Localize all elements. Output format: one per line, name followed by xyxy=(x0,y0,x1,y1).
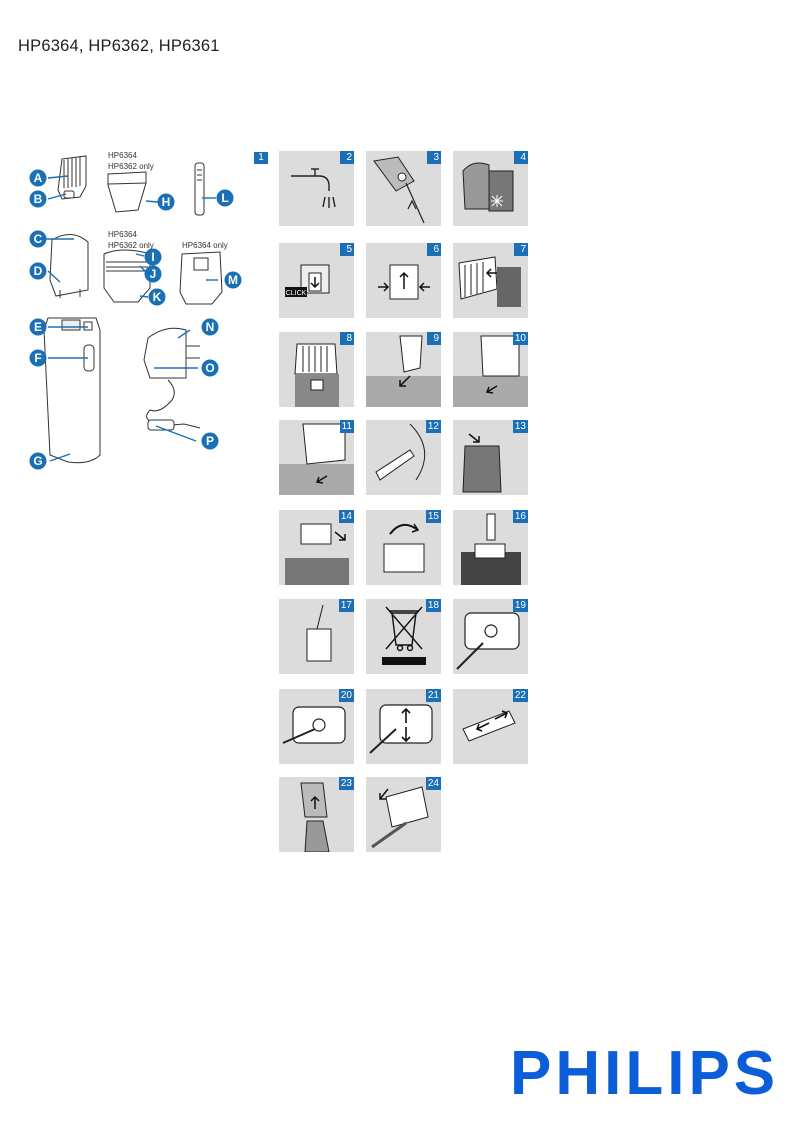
callout-O: O xyxy=(205,361,214,375)
callout-C: C xyxy=(34,232,43,246)
step-number: 18 xyxy=(425,599,441,612)
comb-attachment-drawing xyxy=(57,155,87,200)
callout-M: M xyxy=(228,273,238,287)
step-panel-4: 4 xyxy=(453,151,528,226)
model-title: HP6364, HP6362, HP6361 xyxy=(18,37,220,55)
note-ij-line1: HP6364 xyxy=(108,230,137,239)
step-number: 11 xyxy=(339,420,354,433)
step-panel-22: 22 xyxy=(453,689,528,764)
step-panel-2: 2 xyxy=(279,151,354,226)
trimmer-head-drawing xyxy=(107,171,147,213)
step-number: 14 xyxy=(338,510,354,523)
cleaning-brush-drawing xyxy=(194,162,205,216)
step-number: 22 xyxy=(512,689,528,702)
step-number: 19 xyxy=(512,599,528,612)
step-panel-19: 19 xyxy=(453,599,528,674)
step-number: 16 xyxy=(512,510,528,523)
callout-G: G xyxy=(33,454,42,468)
appliance-handle-drawing xyxy=(43,317,101,464)
note-h-line2: HP6362 only xyxy=(108,162,154,171)
step-number: 3 xyxy=(427,151,441,164)
note-h-line1: HP6364 xyxy=(108,151,137,160)
callout-N: N xyxy=(206,320,215,334)
step-panel-17: 17 xyxy=(279,599,354,674)
step-number: 5 xyxy=(340,243,354,256)
step-number: 23 xyxy=(338,777,354,790)
step-number: 4 xyxy=(514,151,528,164)
figure-number-1: 1 xyxy=(254,152,268,164)
step-panel-16: 16 xyxy=(453,510,528,585)
step-panel-20: 20 xyxy=(279,689,354,764)
callout-H: H xyxy=(162,195,171,209)
callout-D: D xyxy=(34,264,43,278)
step-number: 9 xyxy=(427,332,441,345)
note-m: HP6364 only xyxy=(182,241,228,250)
callout-F: F xyxy=(34,351,41,365)
click-label: CLICK xyxy=(286,290,307,297)
callout-K: K xyxy=(153,290,162,304)
step-panel-18: 18 xyxy=(366,599,441,674)
step-number: 2 xyxy=(340,151,354,164)
step-number: 12 xyxy=(425,420,441,433)
step-panel-9: 9 xyxy=(366,332,441,407)
callout-E: E xyxy=(34,320,42,334)
step-number: 10 xyxy=(512,332,528,345)
step-panel-11: 11 xyxy=(279,420,354,495)
philips-logo: PHILIPS xyxy=(510,1039,780,1108)
step-panel-10: 10 xyxy=(453,332,528,407)
step-number: 24 xyxy=(425,777,441,790)
step-panel-15: 15 xyxy=(366,510,441,585)
step-panel-23: 23 xyxy=(279,777,354,852)
step-panel-24: 24 xyxy=(366,777,441,852)
shaving-head-drawing xyxy=(49,234,89,298)
callout-B: B xyxy=(34,192,43,206)
step-number: 17 xyxy=(338,599,354,612)
adapter-drawing xyxy=(143,327,201,431)
step-panel-8: 8 xyxy=(279,332,354,407)
step-panel-21: 21 xyxy=(366,689,441,764)
step-number: 6 xyxy=(427,243,441,256)
callout-L: L xyxy=(221,191,228,205)
step-panel-14: 14 xyxy=(279,510,354,585)
step-number: 21 xyxy=(425,689,441,702)
step-panel-6: 6 xyxy=(366,243,441,318)
step-panel-3: 3 xyxy=(366,151,441,226)
step-panel-5: CLICK 5 xyxy=(279,243,354,318)
callout-I: I xyxy=(151,250,154,264)
trimmer-unit-drawing xyxy=(103,249,151,303)
callout-A: A xyxy=(34,171,43,185)
step-panel-12: 12 xyxy=(366,420,441,495)
step-panel-13: 13 xyxy=(453,420,528,495)
step-number: 13 xyxy=(512,420,528,433)
step-number: 15 xyxy=(425,510,441,523)
callout-P: P xyxy=(206,434,214,448)
step-number: 7 xyxy=(514,243,528,256)
note-ij-line2: HP6362 only xyxy=(108,241,154,250)
comb-m-drawing xyxy=(179,251,223,305)
callout-J: J xyxy=(150,267,157,281)
step-number: 8 xyxy=(340,332,354,345)
step-panel-7: 7 xyxy=(453,243,528,318)
step-number: 20 xyxy=(338,689,354,702)
